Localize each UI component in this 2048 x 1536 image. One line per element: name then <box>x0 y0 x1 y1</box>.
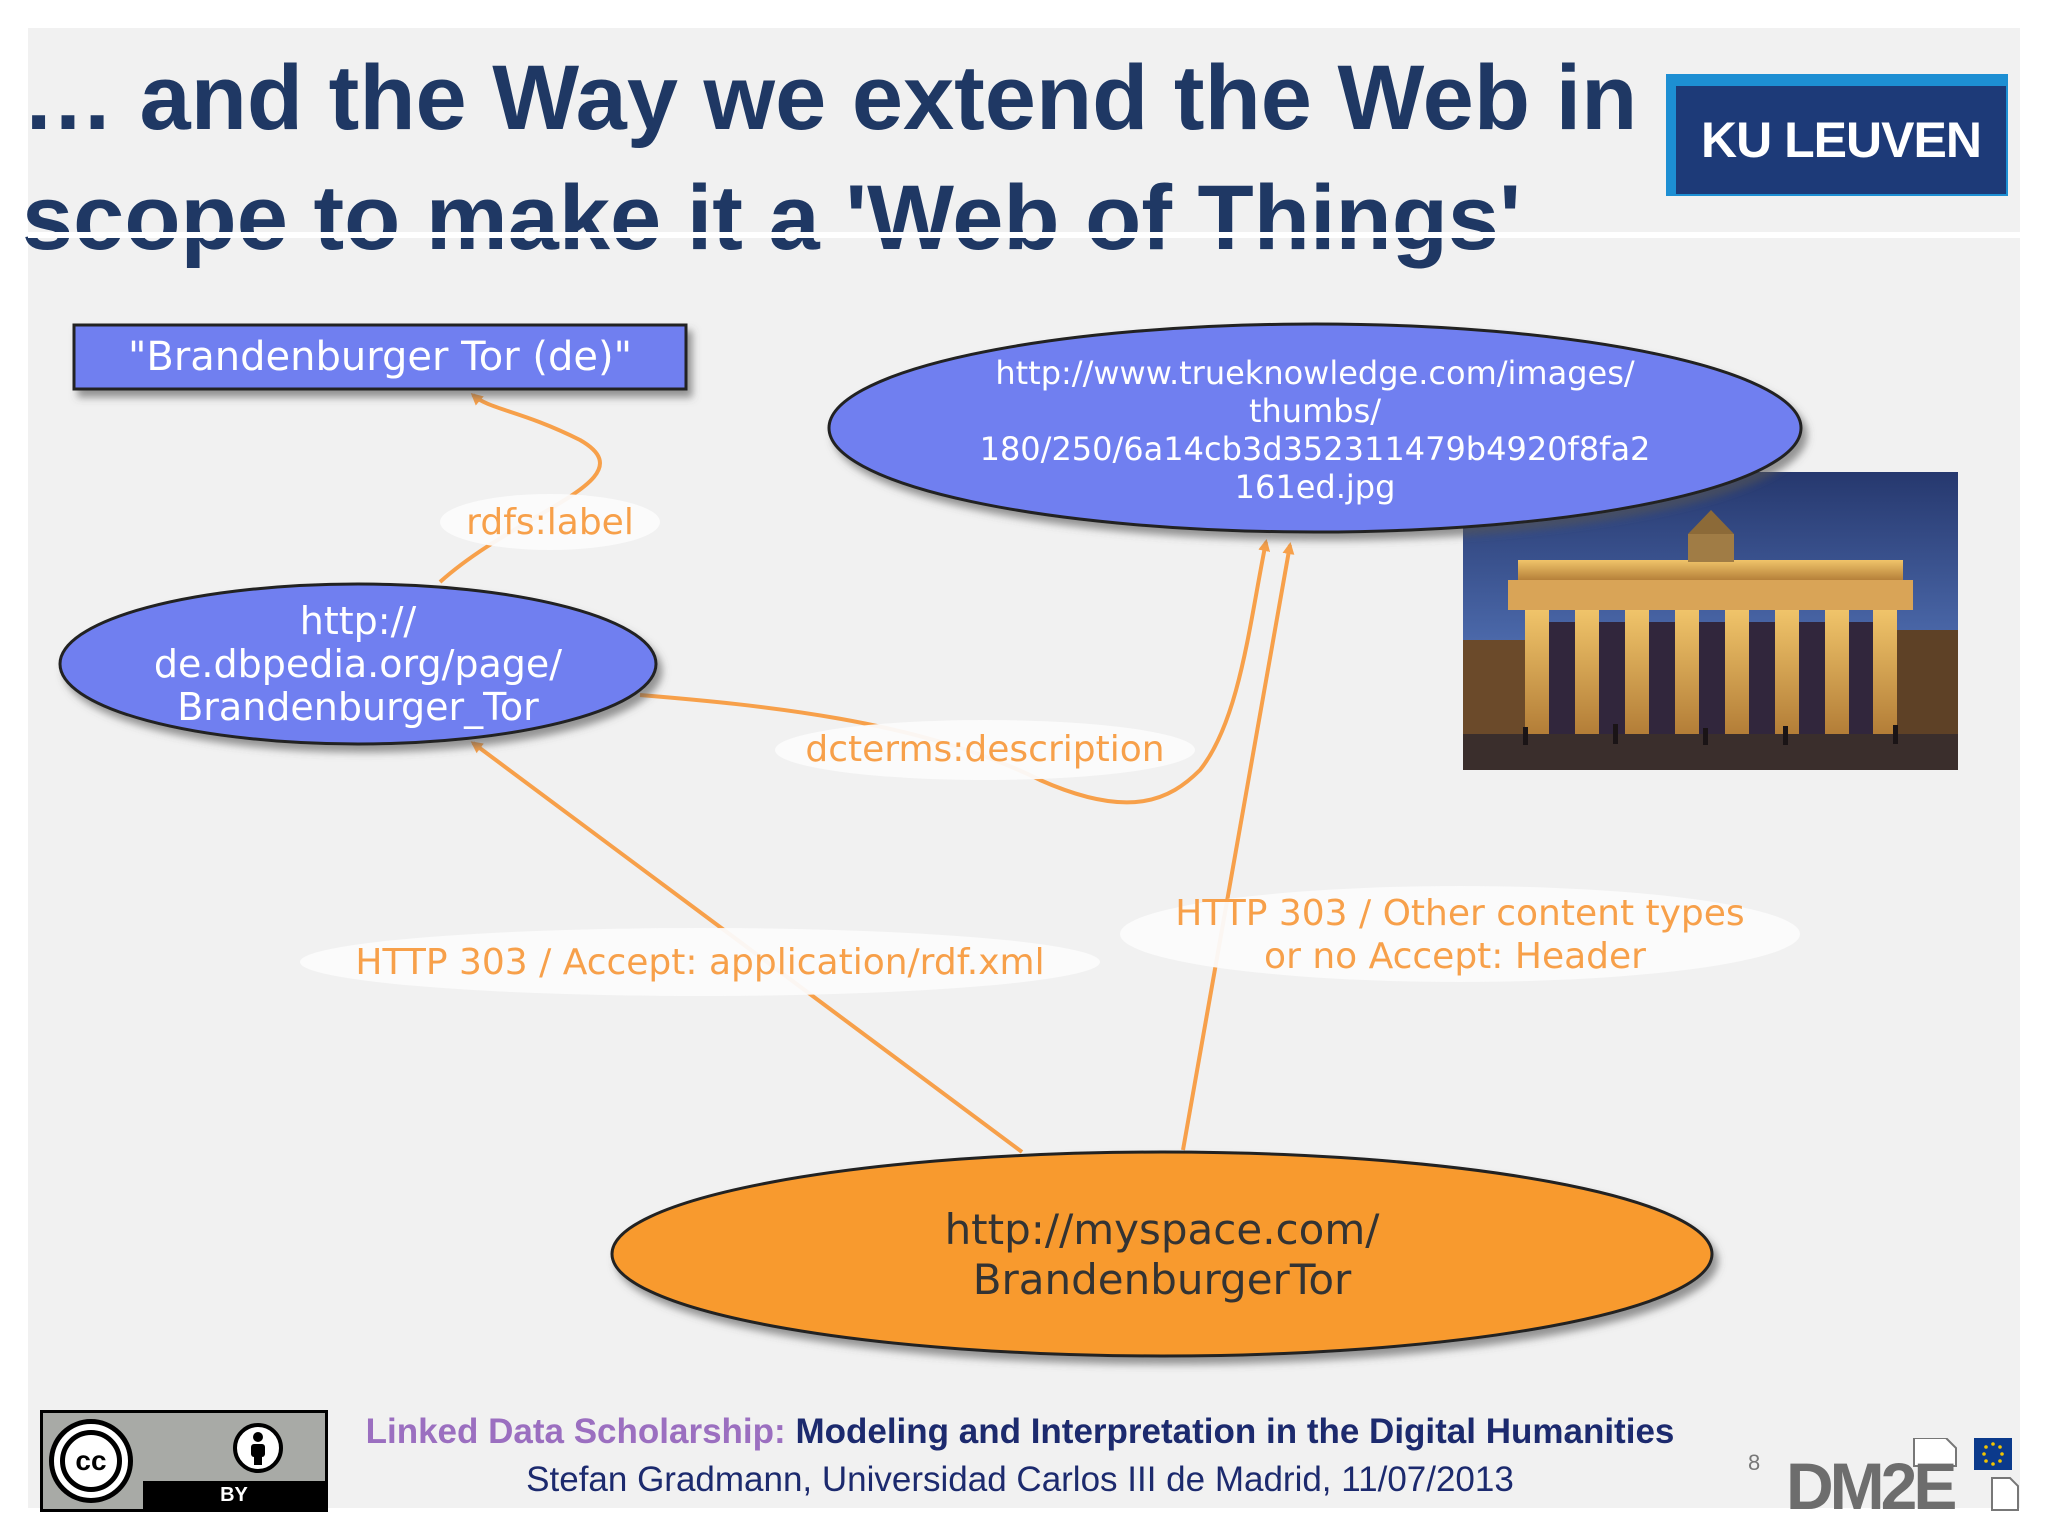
dm2e-logo-text: DM2E <box>1786 1449 1957 1523</box>
footer-course-prefix: Linked Data Scholarship: <box>365 1412 786 1451</box>
footer-author-line: Stefan Gradmann, Universidad Carlos III … <box>526 1460 1514 1499</box>
dm2e-logo: DM2E <box>1786 1438 2026 1523</box>
image-uri-line-4: 161ed.jpg <box>1235 468 1396 506</box>
label-bg-dcterms <box>775 720 1195 780</box>
myspace-node <box>610 1150 1714 1358</box>
cc-icon: cc <box>49 1419 133 1503</box>
slide-footer: Linked Data Scholarship: Modeling and In… <box>300 1408 1740 1504</box>
literal-node-box <box>72 323 688 391</box>
label-bg-rdfs <box>440 494 660 550</box>
title-line-1: … and the Way we extend the Web in <box>22 47 1638 149</box>
edge-http-other <box>1181 542 1295 1151</box>
image-uri-line-3: 180/250/6a14cb3d352311479b4920f8fa2 <box>980 430 1651 468</box>
ku-leuven-logo-text: KU LEUVEN <box>1676 86 2006 194</box>
image-uri-line-1: http://www.trueknowledge.com/images/ <box>995 354 1635 392</box>
edge-label-http-other-2: or no Accept: Header <box>1264 936 1646 977</box>
cc-icon-text: cc <box>60 1430 122 1492</box>
title-divider <box>28 232 2020 238</box>
cc-by-license-badge: cc BY <box>40 1410 328 1512</box>
edge-label-dcterms: dcterms:description <box>805 729 1164 770</box>
edge-label-http-rdf: HTTP 303 / Accept: application/rdf.xml <box>355 942 1044 983</box>
title-line-2: scope to make it a 'Web of Things' <box>22 167 1521 269</box>
slide-title: … and the Way we extend the Web in scope… <box>22 38 1642 278</box>
footer-course-title: Modeling and Interpretation in the Digit… <box>795 1412 1675 1451</box>
dbpedia-line-3: Brandenburger_Tor <box>177 685 539 729</box>
edge-dcterms-description <box>639 539 1271 805</box>
dbpedia-line-2: de.dbpedia.org/page/ <box>154 642 562 686</box>
footer-course-line: Linked Data Scholarship: Modeling and In… <box>300 1408 1740 1456</box>
license-by-label: BY <box>143 1481 325 1509</box>
image-uri-node <box>827 322 1803 534</box>
label-bg-http-other <box>1120 886 1800 982</box>
image-uri-line-2: thumbs/ <box>1249 392 1381 430</box>
myspace-line-2: BrandenburgerTor <box>973 1255 1352 1304</box>
ku-leuven-logo: KU LEUVEN <box>1666 74 2008 196</box>
attribution-icon <box>233 1423 283 1473</box>
dbpedia-line-1: http:// <box>300 599 417 643</box>
myspace-line-1: http://myspace.com/ <box>945 1205 1381 1254</box>
label-bg-http-rdf <box>300 928 1100 996</box>
page-number: 8 <box>1748 1450 1761 1475</box>
edge-rdfs-label <box>438 393 602 584</box>
literal-node-label: "Brandenburger Tor (de)" <box>128 334 632 380</box>
brandenburg-gate-photo <box>1463 472 1958 770</box>
edge-label-rdfs: rdfs:label <box>466 502 634 543</box>
edge-label-http-other-1: HTTP 303 / Other content types <box>1175 893 1744 934</box>
dbpedia-node <box>58 582 658 746</box>
